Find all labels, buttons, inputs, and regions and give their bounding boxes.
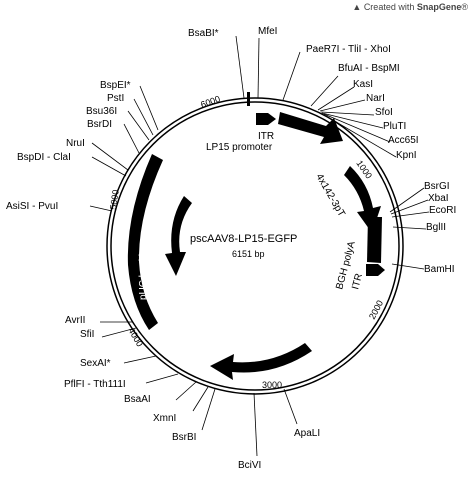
site-label-kasi: KasI <box>353 79 373 90</box>
watermark-brand: SnapGene <box>416 2 462 12</box>
origin-arrow <box>165 196 192 276</box>
leader-asisi <box>89 205 113 212</box>
site-label-nari: NarI <box>366 93 385 104</box>
site-label-mfei: MfeI <box>258 26 277 37</box>
leader-ecori <box>391 211 430 218</box>
leader-pluti <box>321 112 384 129</box>
leader-psti <box>133 98 154 136</box>
snapgene-logo-icon: ▲ <box>352 2 362 12</box>
site-label-kpni: KpnI <box>396 150 417 161</box>
leader-bglii <box>392 226 427 230</box>
lp15-promoter-arrow <box>278 112 343 144</box>
site-label-paer7i: PaeR7I - TliI - XhoI <box>306 44 391 55</box>
site-label-bspei: BspEI* <box>100 80 131 91</box>
feature-label-ori-backbone: pUC backbone <box>138 233 149 300</box>
leader-bsrgi <box>389 187 425 213</box>
leader-bspdi <box>91 156 127 177</box>
leader-acc65i <box>323 113 391 143</box>
leader-kasi <box>317 86 355 111</box>
threeprime-ut-arrow <box>344 166 381 233</box>
leader-kpni <box>325 115 397 158</box>
tick-label-5000: 5000 <box>108 189 121 210</box>
leader-bsrdi <box>123 123 140 154</box>
tick-label-4000: 4000 <box>126 326 145 348</box>
leader-bsrbi <box>201 388 216 431</box>
feature-label-itr-top: ITR <box>258 131 274 142</box>
leader-pflfi <box>145 373 179 384</box>
site-label-bsrdi: BsrDI <box>87 119 112 130</box>
site-label-bglii: BglII <box>426 222 446 233</box>
site-label-bamhi: BamHI <box>424 264 455 275</box>
tick-label-3000: 3000 <box>262 380 282 390</box>
site-label-acc65i: Acc65I <box>388 135 419 146</box>
backbone-ring-inner <box>110 101 400 391</box>
site-label-ecori: EcoRI <box>429 205 456 216</box>
leader-nrui <box>91 142 129 171</box>
backbone-ring-outer <box>106 97 404 395</box>
site-label-xbai: XbaI <box>428 193 449 204</box>
leader-sfii <box>101 327 137 338</box>
site-label-asisi: AsiSI - PvuI <box>6 201 58 212</box>
site-label-bsabi: BsaBI* <box>188 28 219 39</box>
leader-paer7i <box>282 51 301 101</box>
leader-bsaai <box>175 381 197 401</box>
plasmid-size: 6151 bp <box>232 249 265 259</box>
feature-label-itr-bottom: ITR <box>350 272 365 290</box>
site-label-pflfi: PflFI - Tth111I <box>64 379 126 390</box>
ori-backbone-arc <box>127 154 163 330</box>
snapgene-watermark: ▲ Created with SnapGene® <box>352 2 468 12</box>
feature-label-lp15-promoter: LP15 promoter <box>206 142 273 153</box>
site-label-sfii: SfiI <box>80 329 94 340</box>
leader-bsabi <box>235 35 245 99</box>
leader-nari <box>319 99 366 112</box>
itr-bottom-arrow <box>366 264 385 276</box>
feature-label-threeprime-ut: 4x142-3pT <box>313 172 346 219</box>
watermark-suffix: ® <box>461 2 468 12</box>
leader-mfei <box>257 37 260 99</box>
site-label-sfoi: SfoI <box>375 107 393 118</box>
watermark-prefix: Created with <box>363 2 417 12</box>
leader-bfuai <box>310 75 339 107</box>
leader-apali <box>283 388 298 425</box>
leader-bspei <box>139 85 159 131</box>
site-label-bsu36i: Bsu36I <box>86 106 117 117</box>
itr-top-arrow <box>256 113 276 125</box>
site-label-bsaai: BsaAI <box>124 394 151 405</box>
leader-xbai <box>390 199 429 215</box>
site-label-pluti: PluTI <box>383 121 406 132</box>
site-label-nrui: NruI <box>66 138 85 149</box>
site-label-bspdi: BspDI - ClaI <box>17 152 71 163</box>
site-label-sexai: SexAI* <box>80 358 111 369</box>
site-label-bcivi: BciVI <box>238 460 261 471</box>
site-leader-lines <box>89 35 430 457</box>
site-label-psti: PstI <box>107 93 124 104</box>
ampr-arrow <box>210 343 312 380</box>
site-label-bsrbi: BsrBI <box>172 432 196 443</box>
site-label-avrii: AvrII <box>65 315 85 326</box>
tick-label-2000: 2000 <box>367 299 385 321</box>
bgh-polya-bar <box>367 217 382 263</box>
leader-bamhi <box>391 263 425 270</box>
plasmid-name: pscAAV8-LP15-EGFP <box>190 233 297 245</box>
origin-marker <box>247 92 250 106</box>
site-label-xmni: XmnI <box>153 413 176 424</box>
site-label-bfuai: BfuAI - BspMI <box>338 63 400 74</box>
leader-xmni <box>192 386 209 412</box>
leader-sexai <box>123 355 157 364</box>
site-label-bsrgi: BsrGI <box>424 181 450 192</box>
leader-bsu36i <box>127 110 150 141</box>
leader-bcivi <box>253 392 258 457</box>
leader-sfoi <box>320 111 375 116</box>
site-label-apali: ApaLI <box>294 428 320 439</box>
